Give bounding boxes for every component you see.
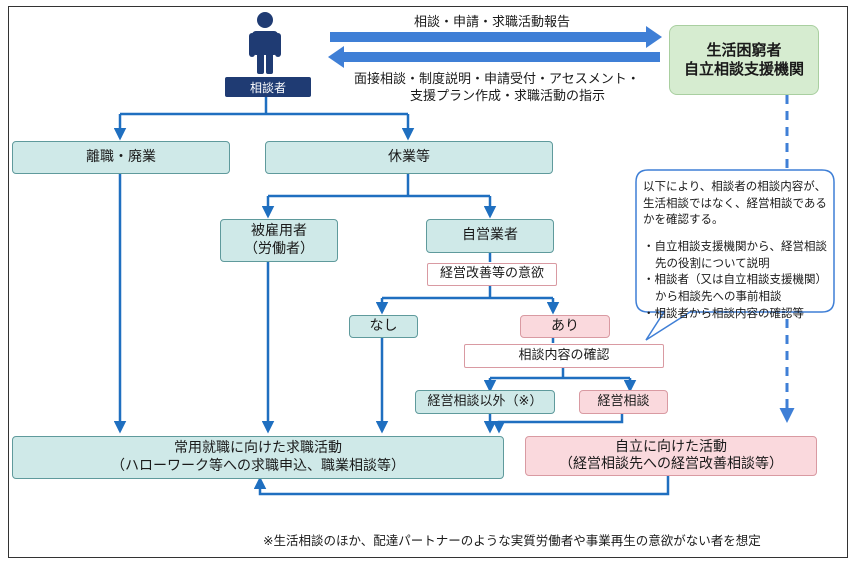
callout-intro: 以下により、相談者の相談内容が、生活相談ではなく、経営相談であるかを確認する。: [643, 179, 827, 227]
independence-label-2: （経営相談先への経営改善相談等）: [559, 456, 783, 472]
agency-line1: 生活困窮者: [706, 41, 782, 60]
consultant-label: 相談者: [249, 80, 286, 95]
support-agency-box: 生活困窮者 自立相談支援機関: [669, 25, 819, 95]
job-search-label-2: （ハローワーク等への求職申込、職業相談等）: [111, 457, 405, 474]
bottom-arrow-label-1: 面接相談・制度説明・申請受付・アセスメント・: [354, 72, 640, 87]
top-arrow-label: 相談・申請・求職活動報告: [414, 15, 571, 30]
confirm-box: 相談内容の確認: [464, 344, 664, 368]
callout-bubble: [635, 169, 835, 341]
motivation-label: 経営改善等の意欲: [439, 266, 544, 282]
separation-label: 離職・廃業: [86, 148, 156, 165]
suspension-box: 休業等: [265, 141, 553, 174]
none-label: なし: [369, 317, 398, 334]
diagram-frame: [8, 6, 848, 558]
job-search-box: 常用就職に向けた求職活動 （ハローワーク等への求職申込、職業相談等）: [12, 436, 504, 479]
request-band-arrow: [330, 26, 662, 48]
person-icon: [249, 12, 281, 74]
employee-label-1: 被雇用者: [251, 223, 307, 239]
agency-line2: 自立相談支援機関: [683, 60, 804, 78]
footnote: ※生活相談のほか、配達パートナーのような実質労働者や事業再生の意欲がない者を想定: [263, 533, 761, 548]
callout-text: 以下により、相談者の相談内容が、生活相談ではなく、経営相談であるかを確認する。 …: [643, 178, 827, 321]
employee-label-2: （労働者）: [244, 240, 314, 257]
employee-box: 被雇用者 （労働者）: [220, 219, 338, 262]
other-than-mgmt-label: 経営相談以外（※）: [427, 393, 543, 409]
self-employed-box: 自営業者: [426, 219, 554, 253]
motivation-box: 経営改善等の意欲: [427, 263, 557, 286]
self-employed-label: 自営業者: [462, 227, 518, 244]
callout-item: ・相談者から相談内容の確認等: [643, 305, 804, 320]
yes-label: あり: [551, 317, 579, 334]
response-band-arrow: [328, 46, 660, 68]
none-box: なし: [349, 315, 418, 338]
independence-label-1: 自立に向けた活動: [615, 438, 727, 455]
callout-item: ・相談者（又は自立相談支援機関）から相談先への事前相談: [643, 272, 827, 304]
independence-box: 自立に向けた活動 （経営相談先への経営改善相談等）: [525, 436, 817, 476]
other-than-mgmt-box: 経営相談以外（※）: [415, 390, 555, 414]
consultant-tag: 相談者: [225, 77, 311, 97]
confirm-label: 相談内容の確認: [518, 347, 610, 363]
suspension-label: 休業等: [388, 148, 430, 165]
bottom-arrow-label-2: 支援プラン作成・求職活動の指示: [410, 89, 606, 104]
separation-box: 離職・廃業: [12, 141, 230, 174]
job-search-label-1: 常用就職に向けた求職活動: [174, 440, 342, 456]
mgmt-consult-label: 経営相談: [597, 393, 650, 409]
callout-item: ・自立相談支援機関から、経営相談先の役割について説明: [643, 239, 827, 270]
mgmt-consult-box: 経営相談: [579, 390, 668, 414]
yes-box: あり: [520, 315, 610, 338]
